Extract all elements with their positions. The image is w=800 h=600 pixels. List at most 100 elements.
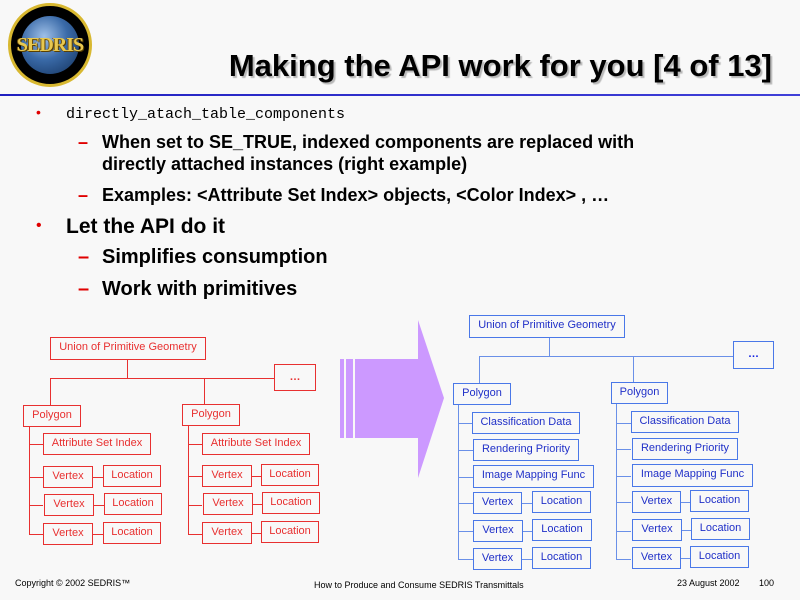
sub-bullet-text: When set to SE_TRUE, indexed components …: [102, 132, 635, 152]
vertex-node: Vertex: [44, 494, 94, 516]
connector: [616, 531, 631, 532]
vertex-node: Vertex: [632, 491, 681, 513]
vertex-node: Vertex: [203, 493, 253, 515]
vertex-node: Vertex: [632, 547, 681, 569]
polygon-node: Polygon: [453, 383, 511, 405]
connector: [458, 405, 459, 559]
connector: [29, 444, 43, 445]
arrow-stripe: [340, 359, 344, 438]
arrow-body: [355, 320, 444, 478]
location-node: Location: [104, 493, 162, 515]
connector: [479, 356, 480, 383]
connector: [29, 427, 30, 535]
location-node: Location: [261, 464, 319, 486]
connector: [458, 559, 473, 560]
attribute-set-index-node: Attribute Set Index: [202, 433, 310, 455]
root-node: Union of Primitive Geometry: [50, 337, 206, 360]
connector: [616, 449, 631, 450]
location-node: Location: [261, 521, 319, 543]
rendering-priority-node: Rendering Priority: [632, 438, 738, 460]
vertex-node: Vertex: [43, 523, 93, 545]
arrow-stripe: [346, 359, 353, 438]
logo-text: SEDRIS: [16, 34, 84, 56]
connector: [681, 502, 691, 503]
location-node: Location: [262, 492, 320, 514]
connector: [188, 505, 202, 506]
polygon-node: Polygon: [611, 382, 668, 404]
connector: [681, 558, 691, 559]
sedris-logo: SEDRIS: [8, 3, 92, 87]
connector: [682, 530, 691, 531]
connector: [29, 477, 43, 478]
connector: [188, 444, 202, 445]
footer-title: How to Produce and Consume SEDRIS Transm…: [314, 580, 524, 590]
connector: [50, 378, 274, 379]
slide-title: Making the API work for you [4 of 13]: [228, 48, 772, 83]
bullet-text: Let the API do it: [66, 215, 226, 238]
vertex-node: Vertex: [473, 520, 523, 542]
connector: [616, 559, 631, 560]
dash: –: [78, 132, 89, 152]
connector: [523, 531, 532, 532]
sub-bullet-text: Examples: <Attribute Set Index> objects,…: [102, 185, 610, 205]
bullet-dot: •: [36, 217, 42, 234]
attribute-set-index-node: Attribute Set Index: [43, 433, 151, 455]
vertex-node: Vertex: [202, 465, 252, 487]
location-node: Location: [103, 522, 161, 544]
arrow-icon: [340, 320, 444, 478]
image-mapping-func-node: Image Mapping Func: [473, 465, 594, 488]
sub-bullet-text: Work with primitives: [102, 278, 298, 300]
bullet-code: directly_atach_table_components: [66, 106, 346, 123]
connector: [93, 477, 103, 478]
sub-bullet-text: Simplifies consumption: [102, 246, 328, 268]
image-mapping-func-node: Image Mapping Func: [632, 464, 753, 487]
connector: [188, 534, 202, 535]
polygon-node: Polygon: [182, 404, 240, 426]
globe-icon: [21, 16, 79, 74]
connector: [94, 505, 104, 506]
more-node: …: [274, 364, 316, 391]
classification-data-node: Classification Data: [631, 411, 739, 433]
dash: –: [78, 185, 89, 205]
connector: [188, 426, 189, 534]
footer-page-number: 100: [759, 578, 775, 588]
connector: [479, 356, 733, 357]
vertex-node: Vertex: [43, 466, 93, 488]
connector: [188, 476, 202, 477]
location-node: Location: [532, 547, 591, 569]
connector: [522, 503, 532, 504]
polygon-node: Polygon: [23, 405, 81, 427]
footer-date: 23 August 2002: [677, 578, 740, 588]
location-node: Location: [691, 518, 750, 540]
connector: [253, 504, 263, 505]
connector: [616, 423, 631, 424]
more-node: …: [733, 341, 774, 369]
root-node: Union of Primitive Geometry: [469, 315, 625, 338]
connector: [50, 378, 51, 405]
connector: [616, 476, 631, 477]
connector: [633, 356, 634, 382]
vertex-node: Vertex: [473, 548, 522, 570]
rendering-priority-node: Rendering Priority: [473, 439, 579, 461]
vertex-node: Vertex: [473, 492, 522, 514]
location-node: Location: [103, 465, 161, 487]
classification-data-node: Classification Data: [472, 412, 580, 434]
connector: [549, 338, 550, 356]
bullet-dot: •: [36, 104, 41, 120]
footer-copyright: Copyright © 2002 SEDRIS™: [15, 578, 131, 588]
dash: –: [78, 246, 90, 268]
connector: [29, 534, 43, 535]
location-node: Location: [690, 546, 749, 568]
connector: [29, 505, 43, 506]
title-rule: [0, 94, 800, 96]
connector: [616, 502, 631, 503]
location-node: Location: [690, 490, 749, 512]
vertex-node: Vertex: [202, 522, 252, 544]
connector: [522, 559, 532, 560]
connector: [458, 423, 473, 424]
connector: [458, 450, 473, 451]
sub-bullet-text-cont: directly attached instances (right examp…: [102, 154, 468, 174]
connector: [458, 503, 473, 504]
